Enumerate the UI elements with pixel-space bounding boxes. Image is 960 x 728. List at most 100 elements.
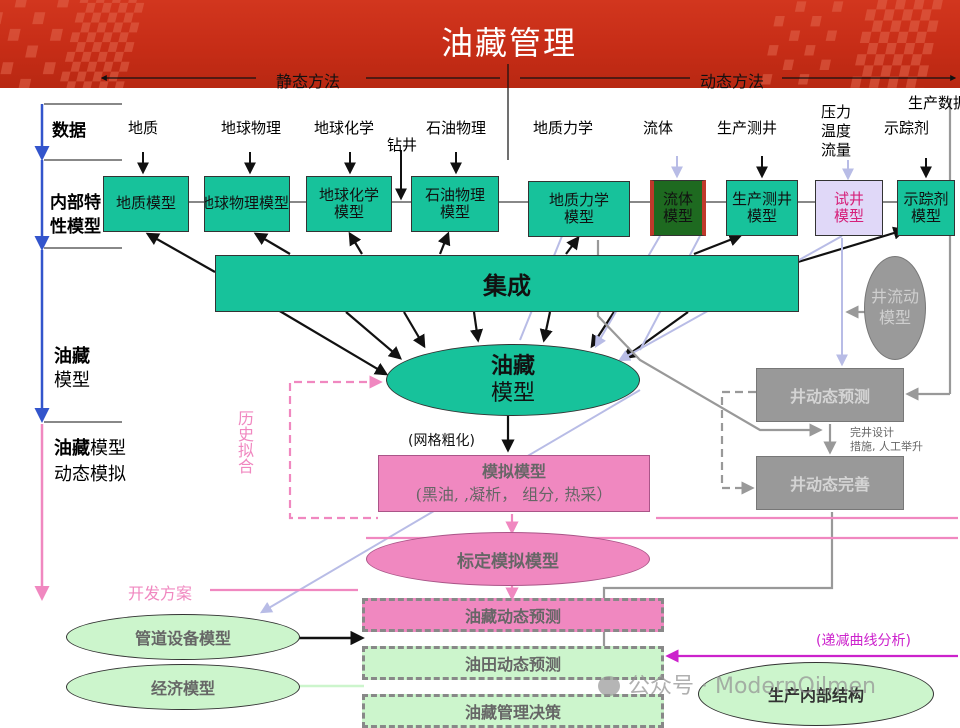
model-label-petrophys-2: 模型 <box>439 203 470 221</box>
simulation-model-label: 模拟模型(黑油, ,凝析， 组分, 热采） <box>416 461 613 506</box>
data-label-geomech: 地质力学 <box>533 119 594 137</box>
model-box-geochem[interactable]: 地球化学模型 <box>306 176 392 232</box>
integration-label: 集成 <box>483 271 531 300</box>
development-plan-label: 开发方案 <box>128 584 193 603</box>
row-label-reservoir-2: 模型 <box>54 370 90 391</box>
data-label-fluid: 流体 <box>643 119 674 137</box>
well-performance-improvement-box[interactable]: 井动态完善 <box>756 456 904 510</box>
row-label-reservoir-1: 油藏 <box>54 346 90 367</box>
data-label-geology: 地质 <box>128 119 159 137</box>
pipeline-equipment-model-ellipse[interactable]: 管道设备模型 <box>66 614 300 660</box>
completion-note-1: 完井设计 <box>850 426 894 439</box>
history-match-label: 历史拟合 <box>235 410 254 474</box>
data-label-geochem: 地球化学 <box>314 119 375 137</box>
model-label-geomech-2: 模型 <box>563 208 594 226</box>
model-box-petrophys[interactable]: 石油物理模型 <box>411 176 499 232</box>
data-label-temperature: 温度 <box>821 122 852 140</box>
well-flow-model-label-1: 井流动 <box>870 287 919 307</box>
data-label-flow: 流量 <box>821 141 852 159</box>
reservoir-model-label-1: 油藏 <box>490 352 535 379</box>
row-label-internal-2: 性模型 <box>50 217 101 237</box>
well-performance-improvement-label: 井动态完善 <box>789 475 870 494</box>
watermark: 公众号 · ModernOilmen <box>598 668 876 700</box>
data-label-production: 生产数据 <box>908 92 960 113</box>
reservoir-model-ellipse[interactable]: 油藏模型 <box>386 344 640 416</box>
model-label-geophysics: 地球物理模型 <box>204 194 290 213</box>
row-label-sim-rest: 模型 <box>90 438 126 459</box>
well-flow-model-label: 井流动模型 <box>871 287 919 329</box>
reservoir-performance-prediction-box[interactable]: 油藏动态预测 <box>362 598 664 632</box>
economic-model-ellipse[interactable]: 经济模型 <box>66 664 300 710</box>
model-box-fluid[interactable]: 流体模型 <box>650 180 706 236</box>
model-label-tracer: 示踪剂模型 <box>903 189 949 226</box>
model-label-tracer-2: 模型 <box>910 207 941 225</box>
page-title: 油藏管理 <box>440 24 577 62</box>
static-method-label: 静态方法 <box>276 72 341 91</box>
data-label-tracer: 示踪剂 <box>884 119 930 137</box>
model-box-welltest[interactable]: 试井模型 <box>815 180 883 236</box>
model-label-petrophys-1: 石油物理 <box>424 185 485 204</box>
model-box-tracer[interactable]: 示踪剂模型 <box>897 180 955 236</box>
simulation-model-label-1: 模拟模型 <box>481 462 546 482</box>
model-label-prodlog-2: 模型 <box>746 207 777 225</box>
calibrated-model-ellipse[interactable]: 标定模拟模型 <box>366 532 650 586</box>
field-performance-prediction-box[interactable]: 油田动态预测 <box>362 646 664 680</box>
row-label-sim-bold: 油藏 <box>54 438 90 459</box>
production-internal-structure-label: 生产内部结构 <box>767 686 864 705</box>
data-label-drilling: 钻井 <box>387 136 418 154</box>
model-label-geochem-1: 地球化学 <box>318 185 379 204</box>
well-performance-prediction-label: 井动态预测 <box>789 387 870 406</box>
field-performance-prediction-label: 油田动态预测 <box>464 655 561 674</box>
model-label-petrophys: 石油物理模型 <box>424 185 485 222</box>
model-label-geomech: 地质力学模型 <box>548 190 609 227</box>
model-label-welltest-2: 模型 <box>833 207 864 225</box>
data-label-pressure: 压力 <box>821 103 852 121</box>
model-label-tracer-1: 示踪剂 <box>903 189 949 208</box>
data-label-prodlog: 生产测井 <box>717 119 778 137</box>
decline-curve-analysis-label: (递减曲线分析) <box>816 633 911 649</box>
well-flow-model-ellipse[interactable]: 井流动模型 <box>864 256 926 360</box>
row-label-data: 数据 <box>52 121 86 141</box>
well-performance-prediction-box[interactable]: 井动态预测 <box>756 368 904 422</box>
model-label-fluid-1: 流体 <box>662 189 693 208</box>
model-label-fluid-2: 模型 <box>662 207 693 225</box>
model-label-welltest: 试井模型 <box>833 189 864 226</box>
pipeline-equipment-model-label: 管道设备模型 <box>134 629 231 648</box>
model-label-geomech-1: 地质力学 <box>548 190 609 209</box>
model-label-geochem: 地球化学模型 <box>318 185 379 222</box>
production-internal-structure-ellipse[interactable]: 生产内部结构 <box>698 662 934 726</box>
row-label-internal-1: 内部特 <box>50 193 101 213</box>
economic-model-label: 经济模型 <box>150 679 215 698</box>
integration-box[interactable]: 集成 <box>215 255 799 312</box>
model-label-welltest-1: 试井 <box>833 189 864 208</box>
model-label-geology: 地质模型 <box>115 194 176 213</box>
calibrated-model-label: 标定模拟模型 <box>457 551 559 572</box>
model-box-geophysics[interactable]: 地球物理模型 <box>204 176 290 232</box>
row-label-sim-1: 油藏模型 <box>54 434 126 460</box>
reservoir-performance-prediction-label: 油藏动态预测 <box>464 607 561 626</box>
data-label-petrophys: 石油物理 <box>426 119 487 137</box>
model-label-geochem-2: 模型 <box>333 203 364 221</box>
watermark-text: 公众号 · ModernOilmen <box>628 674 876 699</box>
model-box-geomech[interactable]: 地质力学模型 <box>528 181 630 237</box>
model-box-prodlog[interactable]: 生产测井模型 <box>726 180 798 236</box>
well-flow-model-label-2: 模型 <box>878 308 911 327</box>
reservoir-management-decision-label: 油藏管理决策 <box>464 703 561 722</box>
data-label-geophysics: 地球物理 <box>221 119 282 137</box>
model-label-fluid: 流体模型 <box>662 189 693 226</box>
wechat-icon <box>598 676 620 696</box>
data-label-production-text: 生产数据 <box>908 94 960 112</box>
title-banner: ░ ▒ ░ ▒ <box>0 0 960 88</box>
model-box-geology[interactable]: 地质模型 <box>103 176 189 232</box>
reservoir-model-label-2: 模型 <box>490 381 535 406</box>
simulation-model-box[interactable]: 模拟模型(黑油, ,凝析， 组分, 热采） <box>378 455 650 512</box>
dynamic-method-label: 动态方法 <box>700 72 765 91</box>
model-label-prodlog-1: 生产测井 <box>731 189 792 208</box>
model-label-prodlog: 生产测井模型 <box>731 189 792 226</box>
row-label-sim-2: 动态模拟 <box>54 464 126 485</box>
reservoir-model-label: 油藏模型 <box>491 353 535 408</box>
grid-coarsening-label: (网格粗化) <box>408 433 475 449</box>
completion-note-2: 措施, 人工举升 <box>850 440 923 453</box>
simulation-model-label-2: (黑油, ,凝析， 组分, 热采） <box>415 484 613 504</box>
